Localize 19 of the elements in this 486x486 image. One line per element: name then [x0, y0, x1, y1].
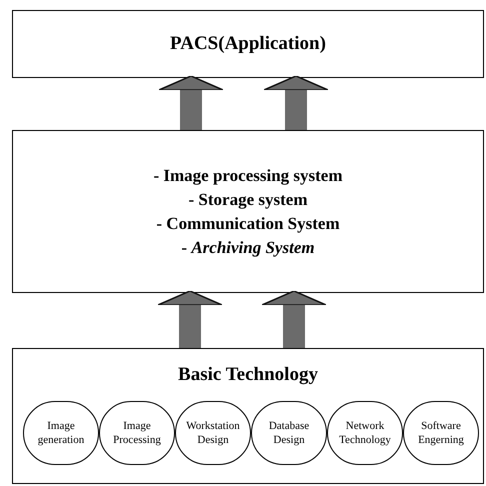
block-arrow [157, 290, 223, 348]
layer-box [12, 10, 484, 78]
layer-box [12, 130, 484, 293]
system-item: - Storage system [188, 188, 308, 211]
block-arrow [263, 75, 329, 130]
layer-title: Basic Technology [178, 363, 318, 387]
topic-label: Image Processing [112, 419, 162, 447]
topic-label: Database Design [268, 419, 310, 447]
topic-label: Network Technology [338, 419, 392, 447]
block-arrow [158, 75, 224, 130]
topic-label: Workstation Design [185, 419, 241, 447]
system-item: - Archiving System [181, 236, 315, 259]
system-item: - Image processing system [153, 164, 343, 187]
topic-label: Image generation [36, 419, 86, 447]
topic-label: Software Engerning [417, 419, 465, 447]
system-item: - Communication System [156, 212, 340, 235]
layer-title: PACS(Application) [170, 32, 326, 56]
layer-box [12, 348, 484, 484]
block-arrow [261, 290, 327, 348]
